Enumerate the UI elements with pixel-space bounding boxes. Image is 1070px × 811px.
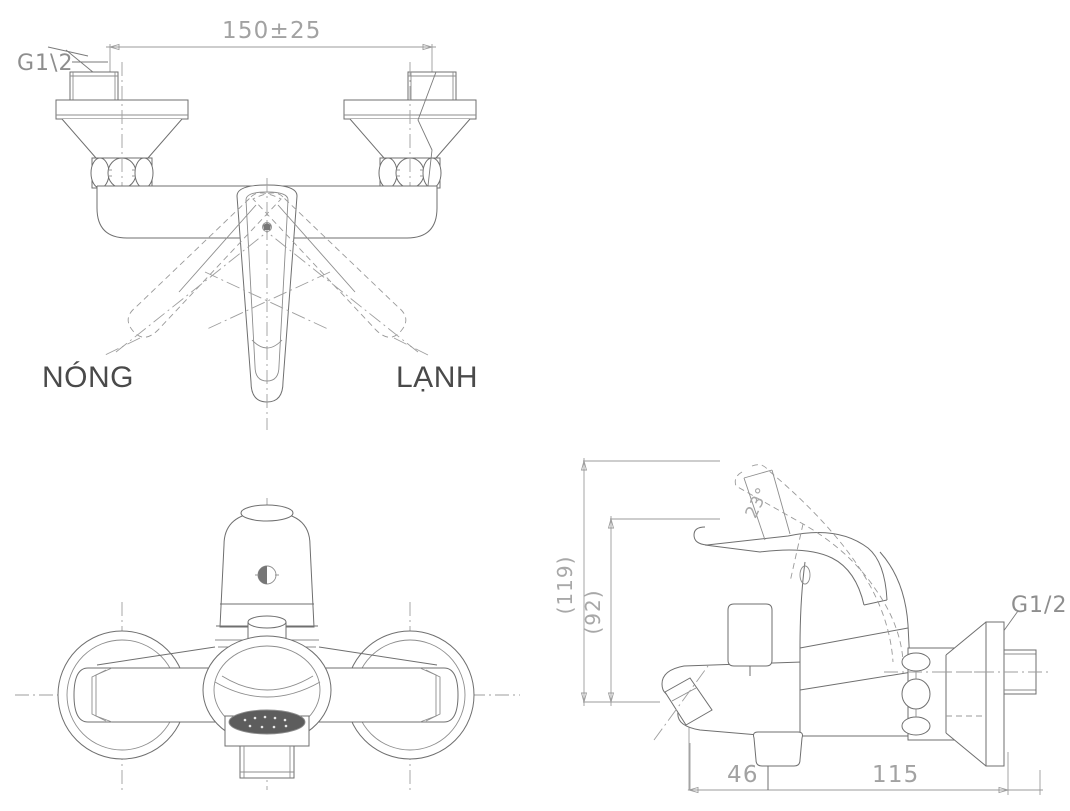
rotation-axis-lines xyxy=(115,178,419,430)
inlet-assembly-right xyxy=(344,62,476,212)
dim-body-projection-text: 115 xyxy=(872,762,920,788)
dim-spout-height-text: (92) xyxy=(581,589,605,634)
lever-handle-raised-side xyxy=(734,464,904,663)
side-view xyxy=(580,458,1048,795)
spout-nozzle xyxy=(653,665,712,741)
hex-nut-front-left xyxy=(91,667,113,723)
handle-lever-cold-position xyxy=(252,192,407,338)
wall-connector-side xyxy=(884,622,1048,766)
dim-spout-projection-text: 46 xyxy=(727,762,759,788)
dimension-spout-height xyxy=(607,516,720,706)
diverter-knob-side xyxy=(728,604,772,676)
leader-hot xyxy=(102,337,141,357)
dimension-baseline xyxy=(687,752,1043,795)
pivot-cap-icon xyxy=(262,222,272,232)
lower-outlet-side xyxy=(754,732,803,790)
dim-lever-angle-text: 23° xyxy=(742,484,773,521)
thread-label-side: G1/2 xyxy=(1011,593,1067,618)
dim-overall-height-text: (119) xyxy=(553,556,577,615)
mixer-housing-side xyxy=(760,552,912,736)
dim-inlet-spacing-text: 150±25 xyxy=(222,18,322,44)
dimension-inlet-spacing xyxy=(106,43,436,80)
front-view xyxy=(15,498,520,790)
angle-witness-lines xyxy=(743,469,791,541)
label-hot: NÓNG xyxy=(42,361,134,394)
thread-label-top: G1\2 xyxy=(17,51,73,76)
handle-lever-hot-position xyxy=(127,192,282,338)
inlet-assembly-left xyxy=(56,62,188,212)
label-cold: LẠNH xyxy=(396,361,478,394)
hex-nut-left xyxy=(91,158,153,188)
outlet-aerator-front xyxy=(203,636,331,778)
hex-nut-front-right xyxy=(419,667,441,723)
top-view xyxy=(47,43,476,430)
leader-cold xyxy=(393,337,431,357)
